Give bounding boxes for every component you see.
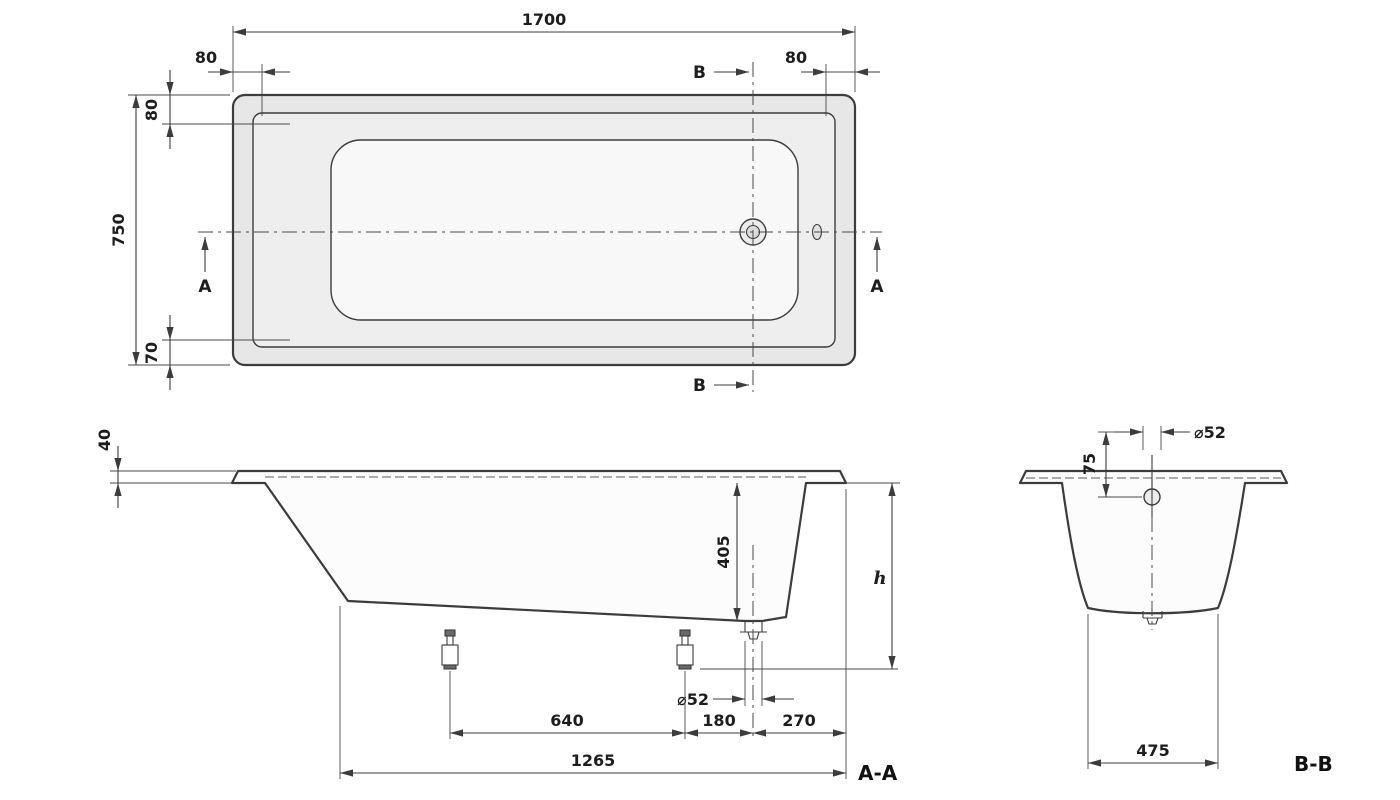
section-a-markers: A A (198, 237, 884, 297)
adjustable-foot (441, 629, 459, 670)
dim-inner-depth: 405 (714, 483, 741, 621)
dim-bottom-width-label: 475 (1136, 741, 1169, 760)
dim-rim-right: 80 (785, 48, 880, 116)
section-b-bottom-label: B (693, 376, 706, 396)
tub-end-profile (1018, 469, 1289, 615)
dim-rim-top-offset-label: 80 (142, 99, 161, 121)
dim-overall-width: 750 (109, 94, 230, 366)
dim-drain-to-end-label: 270 (782, 711, 815, 730)
dim-rim-bottom-offset: 70 (142, 315, 290, 390)
dim-total-height: h (846, 482, 900, 669)
dim-rim-left: 80 (195, 48, 290, 116)
dim-rim-thickness: 40 (95, 429, 236, 508)
side-section-view: 40 405 h ⌀52 640 18 (95, 429, 900, 785)
dim-foot-spacing: 640 (449, 671, 686, 739)
dim-drain-to-end: 270 (753, 489, 847, 779)
dim-foot-spacing-label: 640 (550, 711, 583, 730)
dim-rim-left-label: 80 (195, 48, 217, 67)
dim-overall-length-label: 1700 (522, 10, 567, 29)
dim-drain-offset-top-label: 75 (1080, 453, 1099, 475)
dim-rim-top-offset: 80 (142, 70, 290, 149)
dim-rim-thickness-label: 40 (95, 429, 114, 451)
section-a-left-label: A (198, 277, 212, 297)
dim-foot-to-drain: 180 (685, 711, 753, 737)
dim-foot-to-drain-label: 180 (702, 711, 735, 730)
dim-foot-span-overall-label: 1265 (571, 751, 616, 770)
dim-foot-span-overall: 1265 (339, 606, 846, 779)
top-view: 1700 80 80 750 (109, 10, 884, 396)
section-a-right-label: A (870, 277, 884, 297)
tub-basin (330, 139, 799, 321)
dim-inner-depth-label: 405 (714, 535, 733, 568)
dim-bottom-width: 475 (1087, 614, 1219, 769)
dim-rim-right-label: 80 (785, 48, 807, 67)
dim-overall-length: 1700 (232, 10, 856, 92)
section-b-markers: B B (693, 63, 749, 396)
end-section-view: ⌀52 75 475 B-B (1018, 423, 1333, 776)
dim-drain-diameter-side: ⌀52 (677, 641, 794, 709)
dim-drain-diameter-end: ⌀52 (1114, 423, 1226, 450)
section-b-top-label: B (693, 63, 706, 83)
dim-total-height-label: h (873, 568, 886, 589)
dim-drain-offset-top: 75 (1080, 431, 1142, 498)
dim-drain-diameter-side-label: ⌀52 (677, 690, 709, 709)
adjustable-foot (676, 629, 694, 670)
bottom-drain-detail (1142, 611, 1163, 625)
tub-side-profile (230, 469, 848, 623)
dim-overall-width-label: 750 (109, 213, 128, 246)
section-aa-title: A-A (858, 761, 898, 785)
section-bb-title: B-B (1294, 752, 1333, 776)
dim-rim-bottom-offset-label: 70 (142, 342, 161, 364)
dim-drain-diameter-end-label: ⌀52 (1194, 423, 1226, 442)
